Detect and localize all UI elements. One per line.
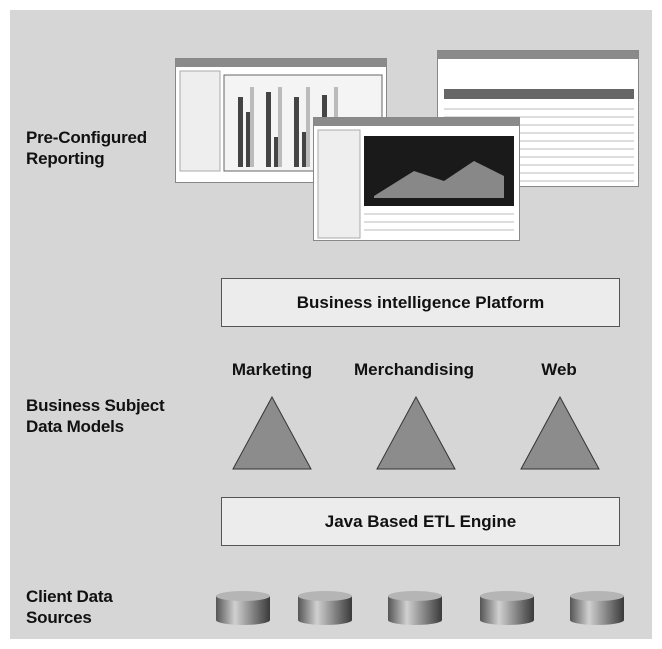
report-screenshot-icon	[313, 117, 520, 241]
model-label-web: Web	[541, 360, 577, 379]
java-etl-engine-box: Java Based ETL Engine	[221, 497, 620, 546]
label-pre-configured-reporting: Pre-Configured Reporting	[26, 128, 147, 168]
label-business-subject-data-models: Business Subject Data Models	[26, 396, 165, 436]
business-intelligence-platform-box: Business intelligence Platform	[221, 278, 620, 327]
model-label-marketing: Marketing	[231, 360, 313, 379]
label-client-data-sources: Client Data Sources	[26, 587, 113, 627]
model-label-merchandising: Merchandising	[354, 360, 474, 379]
